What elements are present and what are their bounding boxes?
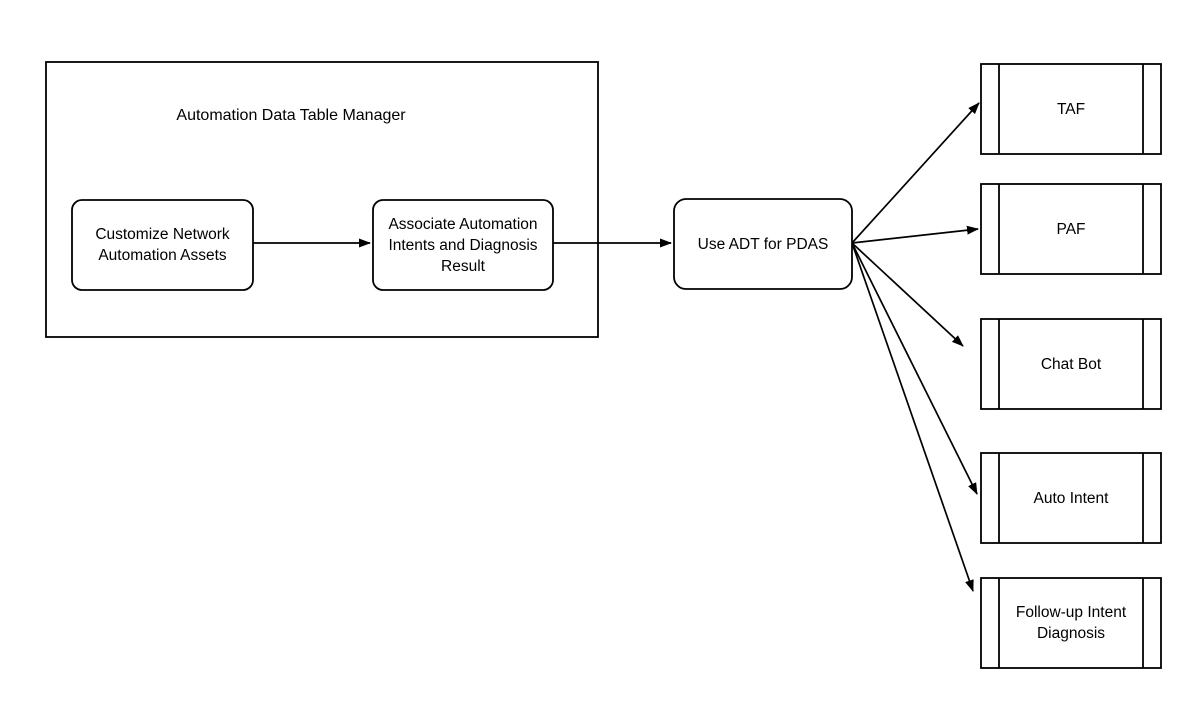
node-paf (980, 183, 1162, 275)
node-auto-intent-rect (980, 452, 1162, 544)
node-paf-rect (980, 183, 1162, 275)
node-auto-intent (980, 452, 1162, 544)
edge-use-adt-to-followup (851, 242, 974, 592)
node-chat-bot-rect (980, 318, 1162, 410)
group-box-automation-data-table-manager (45, 61, 599, 338)
node-associate (372, 199, 554, 291)
node-followup-rect (980, 577, 1162, 669)
edge-use-adt-to-paf (851, 225, 979, 244)
node-chat-bot (980, 318, 1162, 410)
node-taf (980, 63, 1162, 155)
edge-use-adt-to-auto-intent (851, 242, 978, 495)
node-use-adt (673, 198, 853, 290)
group-title: Automation Data Table Manager (176, 107, 406, 124)
node-customize (71, 199, 254, 291)
edge-use-adt-to-chat-bot (851, 242, 964, 347)
node-taf-rect (980, 63, 1162, 155)
edge-use-adt-to-taf (851, 102, 980, 244)
node-followup (980, 577, 1162, 669)
